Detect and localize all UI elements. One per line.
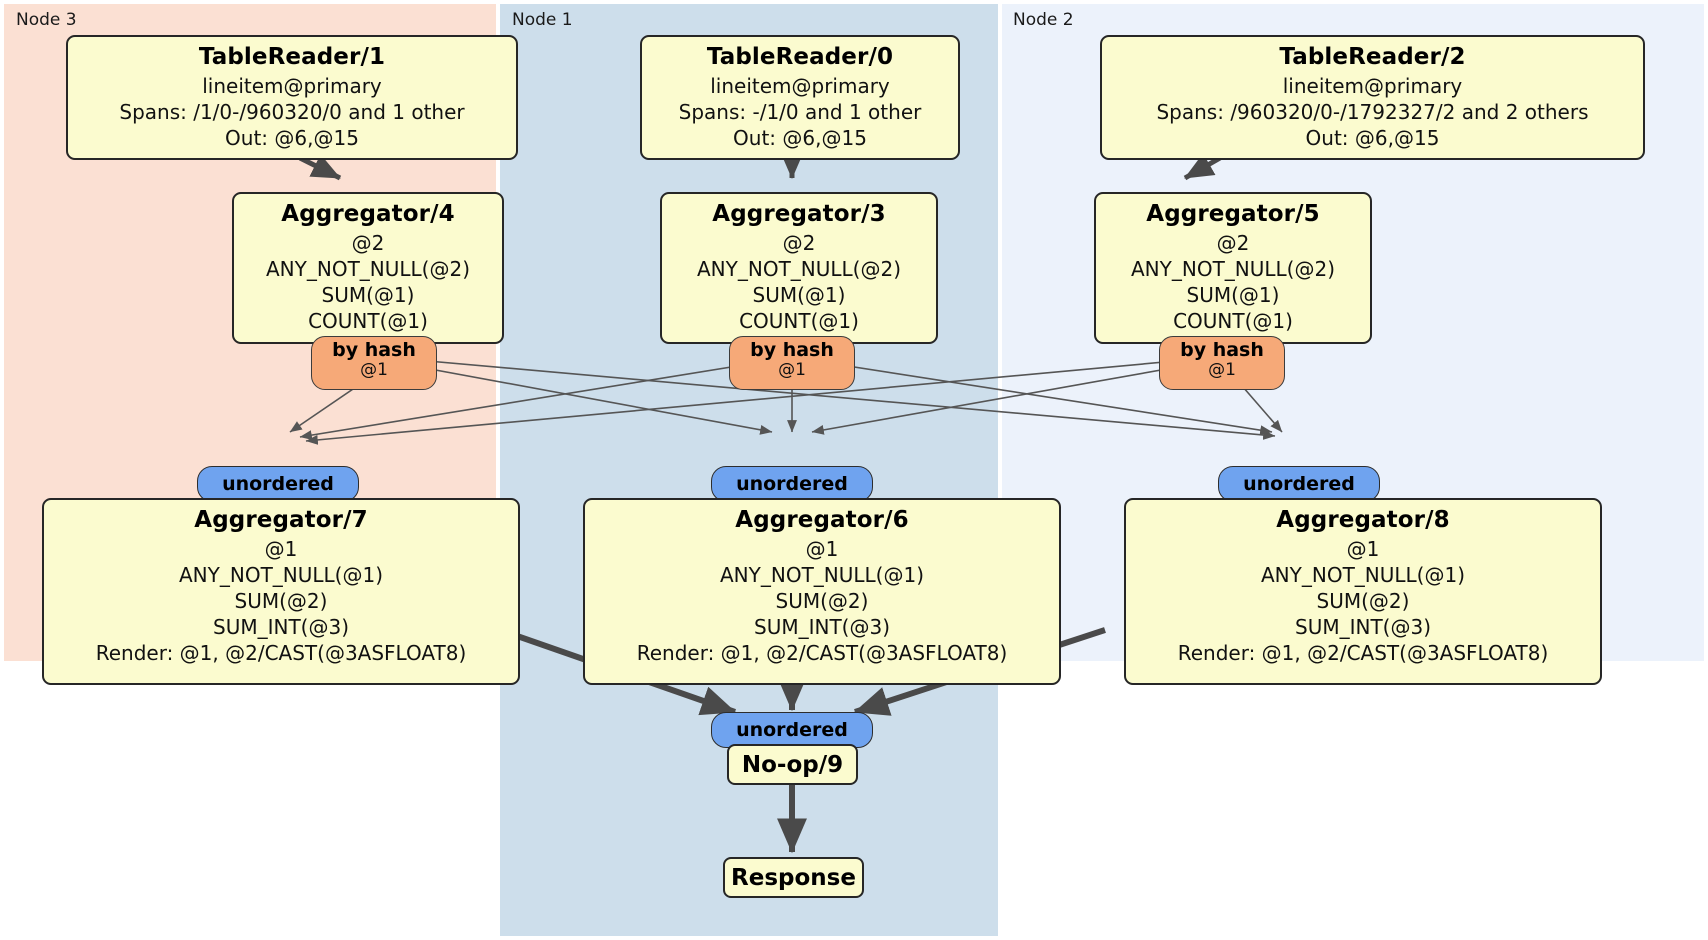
- badge-unordered-final[interactable]: unordered: [711, 712, 873, 748]
- processor-line: lineitem@primary: [1282, 73, 1463, 98]
- processor-aggregator-3[interactable]: Aggregator/3 @2 ANY_NOT_NULL(@2) SUM(@1)…: [660, 192, 938, 344]
- processor-line: SUM_INT(@3): [754, 614, 890, 639]
- badge-label: unordered: [736, 473, 848, 495]
- processor-title: Aggregator/4: [281, 201, 455, 227]
- badge-column: @1: [1208, 360, 1236, 381]
- badge-by-hash-right[interactable]: by hash @1: [1159, 336, 1285, 390]
- processor-line: ANY_NOT_NULL(@2): [266, 256, 470, 281]
- processor-title: TableReader/2: [1279, 44, 1466, 70]
- badge-unordered-right[interactable]: unordered: [1218, 466, 1380, 502]
- processor-line: @2: [782, 230, 816, 255]
- processor-title: Aggregator/8: [1276, 507, 1450, 533]
- badge-unordered-left[interactable]: unordered: [197, 466, 359, 502]
- processor-line: ANY_NOT_NULL(@2): [1131, 256, 1335, 281]
- processor-aggregator-8[interactable]: Aggregator/8 @1 ANY_NOT_NULL(@1) SUM(@2)…: [1124, 498, 1602, 685]
- processor-table-reader-1[interactable]: TableReader/1 lineitem@primary Spans: /1…: [66, 35, 518, 160]
- processor-title: Aggregator/5: [1146, 201, 1320, 227]
- processor-line: ANY_NOT_NULL(@1): [720, 562, 924, 587]
- node-panel-label-node1: Node 1: [512, 10, 573, 30]
- badge-label: unordered: [222, 473, 334, 495]
- badge-by-hash-left[interactable]: by hash @1: [311, 336, 437, 390]
- node-panel-label-node3: Node 3: [16, 10, 77, 30]
- processor-aggregator-4[interactable]: Aggregator/4 @2 ANY_NOT_NULL(@2) SUM(@1)…: [232, 192, 504, 344]
- processor-line: Out: @6,@15: [733, 125, 867, 150]
- processor-line: Spans: /960320/0-/1792327/2 and 2 others: [1156, 99, 1589, 124]
- processor-line: ANY_NOT_NULL(@1): [1261, 562, 1465, 587]
- processor-line: SUM(@2): [775, 588, 869, 613]
- processor-line: ANY_NOT_NULL(@1): [179, 562, 383, 587]
- processor-title: Aggregator/3: [712, 201, 886, 227]
- processor-line: COUNT(@1): [308, 308, 428, 333]
- processor-line: Render: @1, @2/CAST(@3ASFLOAT8): [1177, 640, 1549, 665]
- processor-aggregator-7[interactable]: Aggregator/7 @1 ANY_NOT_NULL(@1) SUM(@2)…: [42, 498, 520, 685]
- processor-line: SUM(@1): [752, 282, 846, 307]
- processor-line: Render: @1, @2/CAST(@3ASFLOAT8): [95, 640, 467, 665]
- processor-line: Render: @1, @2/CAST(@3ASFLOAT8): [636, 640, 1008, 665]
- badge-type: by hash: [750, 339, 834, 361]
- badge-label: unordered: [736, 719, 848, 741]
- processor-line: @2: [351, 230, 385, 255]
- processor-line: Spans: -/1/0 and 1 other: [678, 99, 922, 124]
- processor-line: @1: [1346, 536, 1380, 561]
- badge-column: @1: [360, 360, 388, 381]
- processor-table-reader-2[interactable]: TableReader/2 lineitem@primary Spans: /9…: [1100, 35, 1645, 160]
- processor-line: SUM(@2): [234, 588, 328, 613]
- badge-type: by hash: [1180, 339, 1264, 361]
- node-panel-label-node2: Node 2: [1013, 10, 1074, 30]
- processor-response[interactable]: Response: [723, 857, 864, 898]
- badge-by-hash-mid[interactable]: by hash @1: [729, 336, 855, 390]
- processor-line: SUM_INT(@3): [213, 614, 349, 639]
- badge-type: by hash: [332, 339, 416, 361]
- processor-line: Spans: /1/0-/960320/0 and 1 other: [119, 99, 465, 124]
- processor-line: @1: [805, 536, 839, 561]
- processor-aggregator-6[interactable]: Aggregator/6 @1 ANY_NOT_NULL(@1) SUM(@2)…: [583, 498, 1061, 685]
- processor-line: Out: @6,@15: [225, 125, 359, 150]
- processor-line: SUM(@2): [1316, 588, 1410, 613]
- processor-line: @2: [1216, 230, 1250, 255]
- badge-column: @1: [778, 360, 806, 381]
- processor-title: TableReader/1: [198, 44, 386, 70]
- badge-label: unordered: [1243, 473, 1355, 495]
- processor-line: lineitem@primary: [202, 73, 382, 98]
- processor-title: Aggregator/7: [194, 507, 368, 533]
- badge-unordered-mid[interactable]: unordered: [711, 466, 873, 502]
- processor-line: Out: @6,@15: [1305, 125, 1440, 150]
- processor-aggregator-5[interactable]: Aggregator/5 @2 ANY_NOT_NULL(@2) SUM(@1)…: [1094, 192, 1372, 344]
- processor-line: COUNT(@1): [739, 308, 859, 333]
- processor-line: SUM(@1): [321, 282, 415, 307]
- processor-table-reader-0[interactable]: TableReader/0 lineitem@primary Spans: -/…: [640, 35, 960, 160]
- processor-line: @1: [264, 536, 298, 561]
- processor-line: COUNT(@1): [1173, 308, 1293, 333]
- processor-no-op-9[interactable]: No-op/9: [727, 744, 858, 785]
- processor-line: SUM_INT(@3): [1295, 614, 1431, 639]
- processor-line: SUM(@1): [1186, 282, 1280, 307]
- processor-line: ANY_NOT_NULL(@2): [697, 256, 901, 281]
- processor-title: No-op/9: [741, 751, 844, 778]
- processor-title: TableReader/0: [706, 44, 894, 70]
- processor-line: lineitem@primary: [710, 73, 890, 98]
- processor-title: Response: [731, 864, 856, 891]
- processor-title: Aggregator/6: [735, 507, 909, 533]
